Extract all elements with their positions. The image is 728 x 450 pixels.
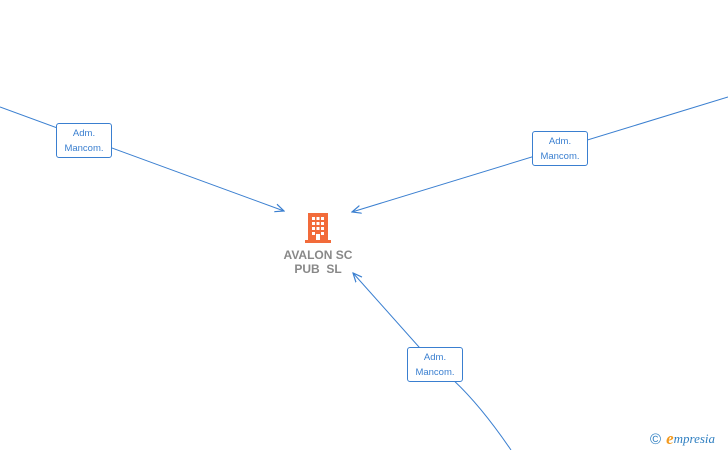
relation-role: Adm. (72, 128, 96, 139)
relation-label-bottom[interactable]: Adm. Mancom. (407, 347, 463, 382)
relation-role: Adm. (423, 352, 447, 363)
company-name: AVALON SC PUB SL (268, 248, 368, 276)
copyright-symbol: © (650, 430, 662, 448)
relation-role: Adm. (548, 136, 572, 147)
relation-type: Mancom. (415, 367, 455, 378)
company-name-line1: AVALON SC (283, 248, 353, 262)
brand-logo-letter: e (666, 429, 674, 448)
relation-type: Mancom. (64, 143, 104, 154)
edge-left (0, 106, 284, 211)
relation-label-left[interactable]: Adm. Mancom. (56, 123, 112, 158)
brand-watermark: © e mpresia (650, 429, 715, 449)
brand-logo-text: mpresia (673, 431, 716, 446)
relation-label-right[interactable]: Adm. Mancom. (532, 131, 588, 166)
relation-type: Mancom. (540, 151, 580, 162)
building-icon (305, 213, 331, 243)
company-name-line2: PUB SL (294, 262, 342, 276)
company-node[interactable]: AVALON SC PUB SL (268, 210, 368, 276)
